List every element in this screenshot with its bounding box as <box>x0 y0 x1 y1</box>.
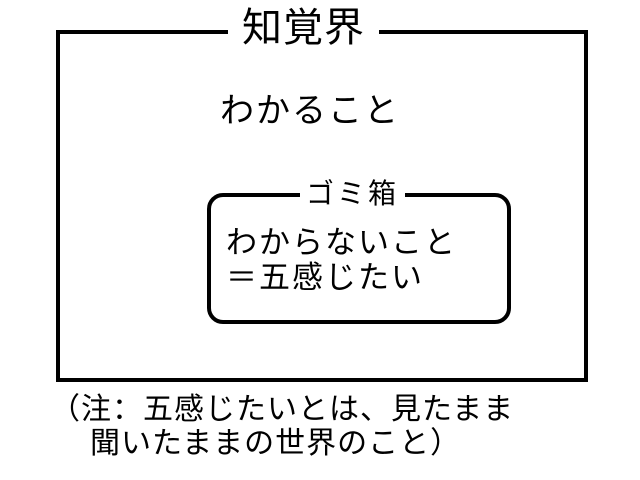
known-things-label: わかること <box>220 91 400 131</box>
unknown-things-label: わからないこと <box>226 225 457 261</box>
perception-world-title: 知覚界 <box>228 4 379 52</box>
trash-box-title: ゴミ箱 <box>300 176 406 212</box>
note-line-1: （注：五感じたいとは、見たまま <box>50 392 515 427</box>
note-line-2: 聞いたままの世界のこと） <box>90 426 462 461</box>
five-senses-label: ＝五感じたい <box>226 260 424 296</box>
